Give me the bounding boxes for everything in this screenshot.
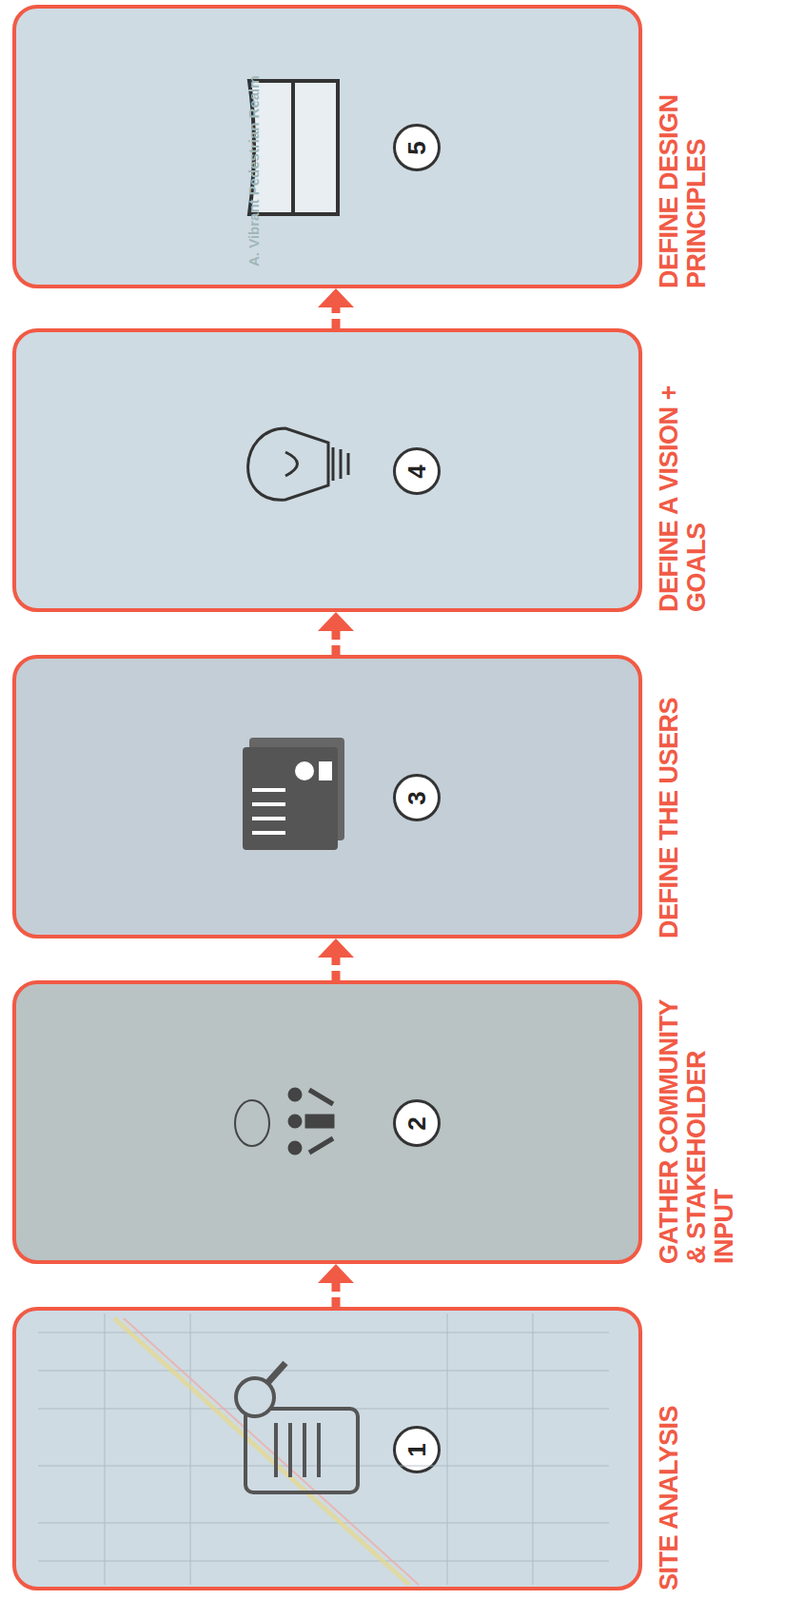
step-title: DEFINE A VISION + GOALS — [655, 332, 785, 612]
step-number: 5 — [402, 140, 432, 155]
step-number: 4 — [402, 464, 432, 478]
step-number-circle: 3 — [392, 773, 441, 822]
dashed-arrow — [317, 611, 354, 655]
step-number: 2 — [402, 1116, 432, 1130]
dashed-arrow — [317, 938, 354, 981]
step-title: GATHER COMMUNITY & STAKEHOLDER INPUT — [655, 983, 785, 1264]
step-panel: DEFINE DESIGN PRINCIPLES5 — [12, 4, 643, 289]
dashed-arrow — [317, 288, 354, 329]
step-title: DEFINE DESIGN PRINCIPLES — [655, 8, 785, 289]
step-number-circle: 2 — [392, 1099, 441, 1147]
step-title: DEFINE THE USERS — [655, 658, 785, 939]
step-panel: DEFINE A VISION + GOALS4 — [12, 328, 643, 612]
faded-heading: A. Vibrant Pedestrian Realm — [245, 38, 269, 267]
step-panel: GATHER COMMUNITY & STAKEHOLDER INPUT2 — [12, 980, 643, 1264]
step-title: SITE ANALYSIS — [655, 1310, 785, 1590]
step-number: 1 — [402, 1442, 432, 1456]
step-panel: DEFINE THE USERS3 — [12, 654, 643, 939]
dashed-arrow — [317, 1263, 354, 1307]
step-number-circle: 4 — [392, 447, 441, 495]
step-number-circle: 5 — [392, 123, 441, 172]
step-panel: SITE ANALYSIS1 — [12, 1306, 643, 1590]
step-number: 3 — [402, 790, 432, 805]
step-number-circle: 1 — [392, 1425, 441, 1473]
